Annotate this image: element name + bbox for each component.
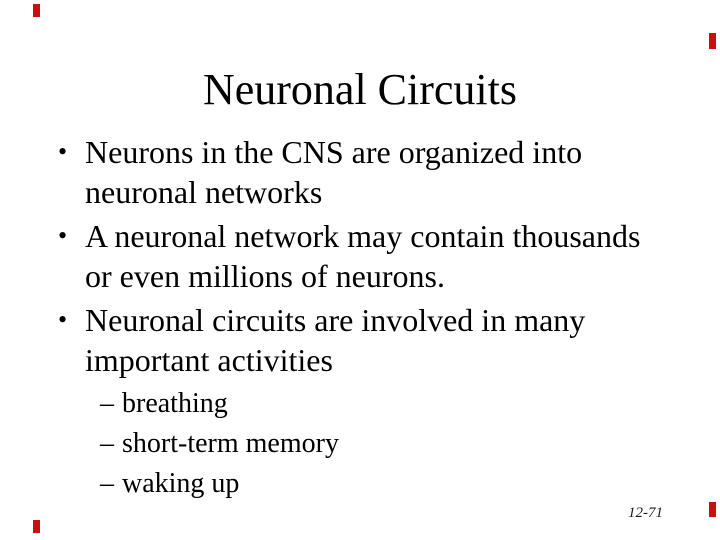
bullet-dot-icon: •	[58, 137, 68, 166]
sub-bullet-list: – breathing – short-term memory – waking…	[100, 384, 674, 504]
corner-mark-top-right	[709, 33, 716, 49]
sub-bullet-text: waking up	[122, 468, 240, 499]
bullet-dot-icon: •	[58, 305, 68, 334]
bullet-item: • Neurons in the CNS are organized into …	[58, 132, 674, 212]
sub-bullet-item: – breathing	[100, 384, 674, 424]
bullet-item: • A neuronal network may contain thousan…	[58, 216, 674, 296]
bullet-dot-icon: •	[58, 221, 68, 250]
bullet-text: Neuronal circuits are involved in many i…	[85, 302, 586, 378]
page-number: 12-71	[628, 505, 663, 521]
slide-title: Neuronal Circuits	[202, 65, 518, 114]
bullet-item: • Neuronal circuits are involved in many…	[58, 300, 674, 380]
bullet-text: A neuronal network may contain thousands…	[85, 218, 641, 294]
corner-mark-top-left	[33, 4, 40, 17]
dash-bullet-icon: –	[100, 468, 114, 499]
sub-bullet-item: – waking up	[100, 464, 674, 504]
sub-bullet-text: short-term memory	[122, 428, 339, 459]
dash-bullet-icon: –	[100, 388, 114, 419]
sub-bullet-item: – short-term memory	[100, 424, 674, 464]
bullet-text: Neurons in the CNS are organized into ne…	[85, 134, 583, 210]
slide-body: • Neurons in the CNS are organized into …	[58, 132, 674, 504]
corner-mark-bottom-left	[33, 520, 40, 533]
dash-bullet-icon: –	[100, 428, 114, 459]
corner-mark-bottom-right	[709, 502, 716, 517]
sub-bullet-text: breathing	[122, 388, 228, 419]
